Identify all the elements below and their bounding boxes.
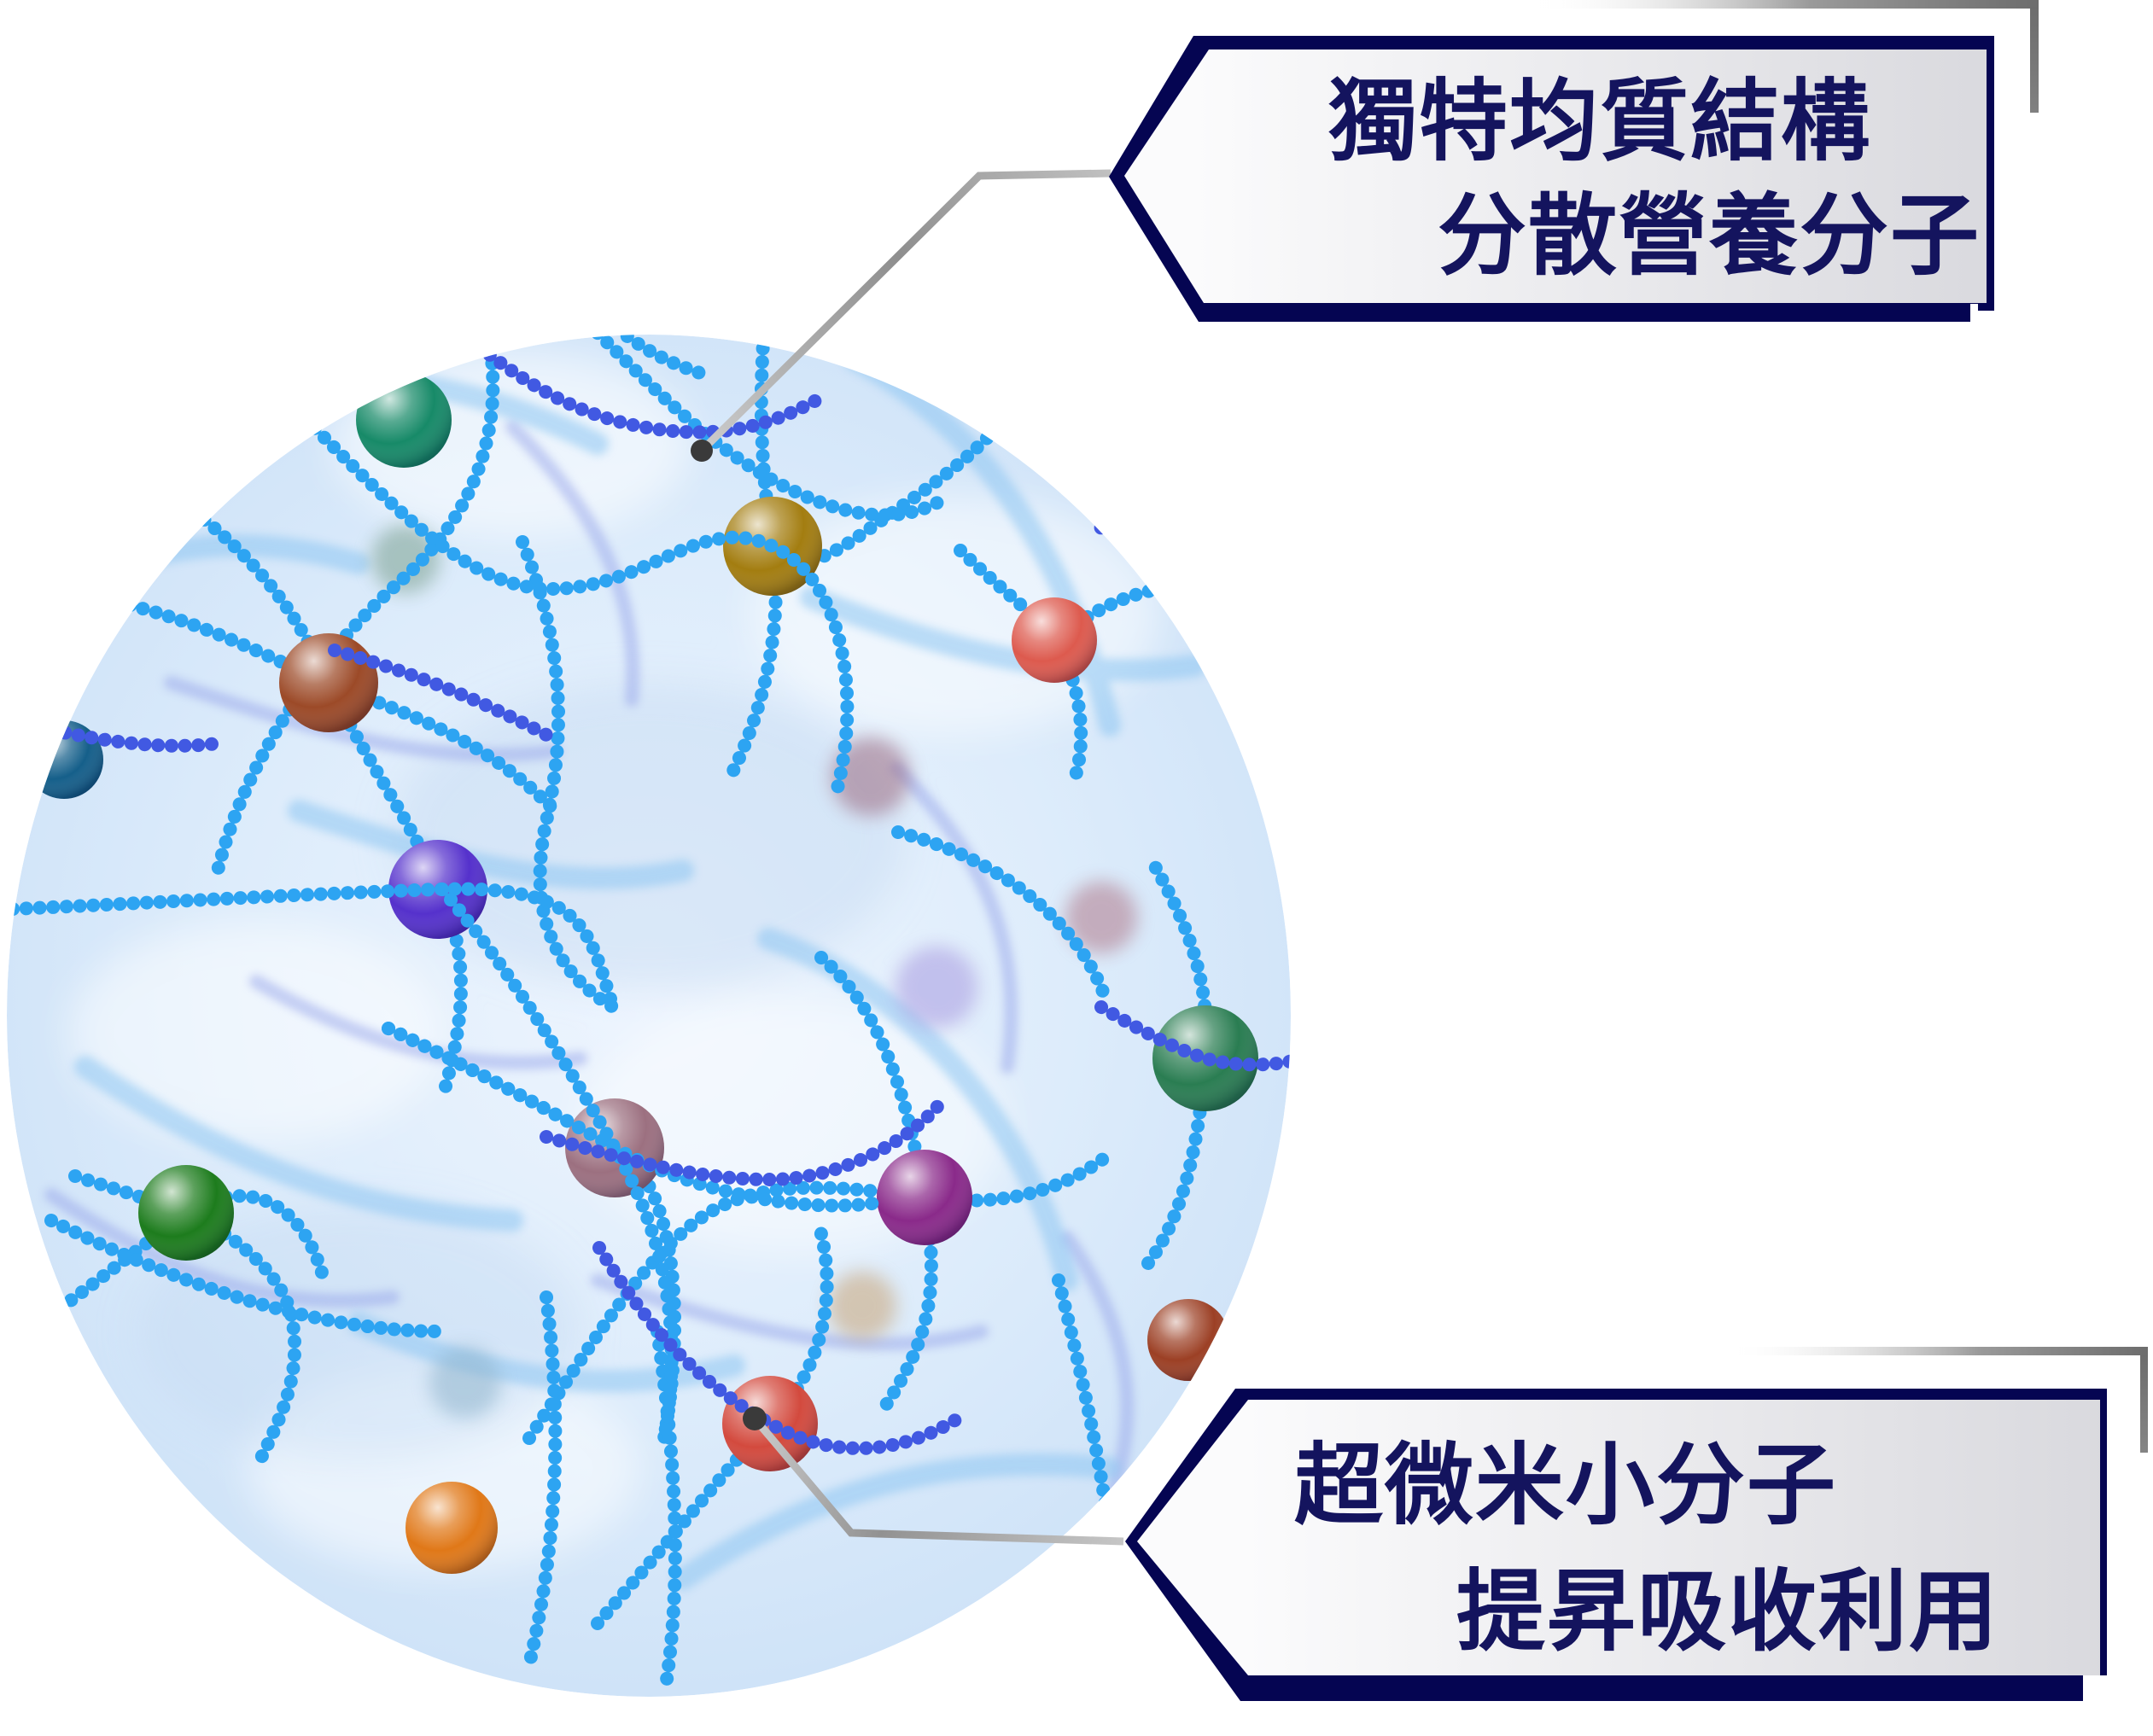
bottom-right-decor-horizontal [1724, 1347, 2148, 1355]
top-anchor-dot [691, 440, 713, 462]
faded-sphere [371, 525, 440, 593]
sphere-sheen [1012, 597, 1097, 683]
faded-sphere [1065, 882, 1137, 953]
top-connector-line [698, 169, 1112, 454]
faded-spheres [371, 525, 1137, 1419]
callout-top-line1: 獨特均質結構 [1328, 69, 1871, 173]
sphere-sheen [138, 1165, 234, 1261]
bottom-right-decor-vertical [2140, 1355, 2148, 1453]
sphere-sheen [356, 372, 452, 468]
faded-sphere [896, 947, 977, 1028]
bottom-anchor-dot [743, 1407, 767, 1430]
sphere-coral-red [1012, 597, 1097, 683]
sphere-sheen [406, 1482, 498, 1574]
faded-sphere [828, 1272, 896, 1340]
sphere-brick [1147, 1299, 1229, 1381]
sphere-orange [406, 1482, 498, 1574]
bottom-connector-line [751, 1416, 1124, 1546]
microscope-circle-view [7, 335, 1291, 1697]
sphere-magenta [877, 1150, 972, 1245]
sphere-teal-green [356, 372, 452, 468]
callout-bottom-line2: 提昇吸收利用 [1456, 1559, 1999, 1663]
faded-sphere [429, 1347, 501, 1419]
sphere-forest-green [138, 1165, 234, 1261]
callout-top-body [1124, 50, 1987, 303]
callout-top: 獨特均質結構 分散營養分子 [1109, 36, 1994, 322]
callout-bottom-line1: 超微米小分子 [1294, 1433, 1837, 1537]
connectors [691, 169, 1124, 1546]
corner-decorations [1530, 0, 2148, 1453]
faded-sphere [831, 737, 910, 816]
callout-top-line2: 分散營養分子 [1438, 184, 1981, 288]
callout-bottom: 超微米小分子 提昇吸收利用 [1125, 1389, 2107, 1701]
sphere-sheen [1147, 1299, 1229, 1381]
top-right-decor-horizontal [1530, 0, 2039, 9]
callout-bottom-body [1137, 1400, 2100, 1675]
sphere-sheen [877, 1150, 972, 1245]
top-right-decor-vertical [2030, 7, 2039, 113]
azure-chains-front [7, 356, 879, 1445]
